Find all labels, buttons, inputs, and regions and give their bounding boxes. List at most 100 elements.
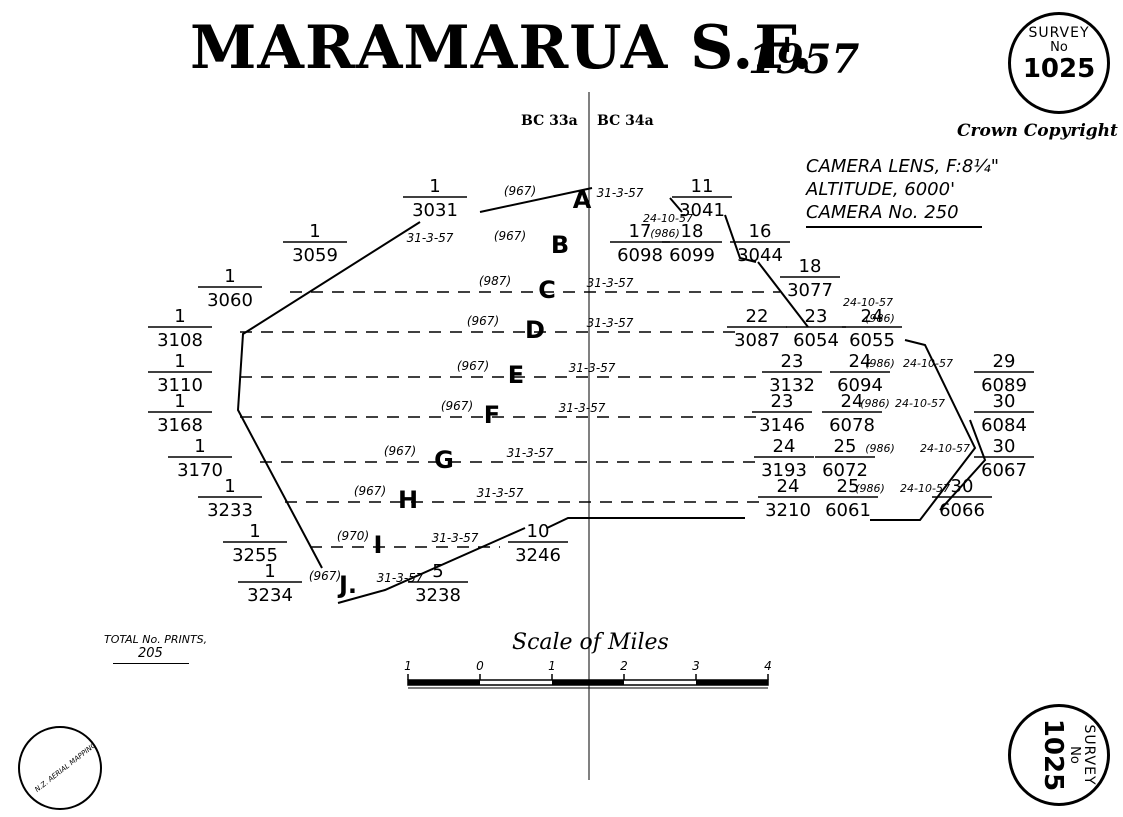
scale-tick-label: 2: [620, 659, 628, 673]
run-letter: C: [538, 276, 556, 304]
film-number: (967): [354, 484, 386, 498]
film-number: (987): [479, 274, 511, 288]
scale-tick-label: 0: [476, 659, 484, 673]
left-print-number: 1: [174, 306, 185, 327]
right-film-number: (986): [860, 397, 890, 410]
right-date-note: 24-10-57: [895, 397, 945, 410]
run-letter: E: [508, 361, 524, 389]
right-print-number: 10: [527, 521, 550, 542]
film-number: (967): [467, 314, 499, 328]
right-photo-number: 6084: [981, 415, 1027, 436]
run-letter: J.: [337, 571, 357, 599]
boundary-line: [479, 187, 593, 213]
right-print-number: 24: [777, 476, 800, 497]
left-photo-number: 3255: [232, 545, 278, 566]
left-print-number: 1: [194, 436, 205, 457]
seal-no-label: No: [1050, 40, 1068, 55]
right-photo-number: 6098: [617, 245, 663, 266]
seal-number: 1025: [1022, 54, 1096, 84]
right-photo-number: 6054: [793, 330, 839, 351]
right-date-note: 24-10-57: [920, 442, 970, 455]
left-print-number: 1: [174, 391, 185, 412]
boundary-line: [939, 419, 987, 511]
scale-bar-segment: [696, 680, 768, 685]
right-photo-number: 6094: [837, 375, 883, 396]
scale-tick-label: 4: [764, 659, 772, 673]
right-print-number: 30: [993, 391, 1016, 412]
left-photo-number: 3168: [157, 415, 203, 436]
right-film-number: (986): [855, 482, 885, 495]
run-date: 31-3-57: [569, 361, 616, 375]
run-letter: A: [573, 186, 592, 214]
right-date-note: 24-10-57: [903, 357, 953, 370]
left-print-number: 1: [224, 266, 235, 287]
run-letter: G: [434, 446, 454, 474]
boundary-line: [669, 197, 683, 213]
scale-tick-label: 3: [692, 659, 700, 673]
run-date: 31-3-57: [587, 276, 634, 290]
run-date: 31-3-57: [587, 316, 634, 330]
camera-number: CAMERA No. 250: [806, 202, 959, 223]
film-number: (967): [441, 399, 473, 413]
right-film-number: (986): [650, 227, 680, 240]
right-date-note: 24-10-57: [643, 212, 693, 225]
boundary-line: [757, 261, 809, 328]
camera-altitude: ALTITUDE, 6000': [806, 179, 956, 200]
right-print-number: 23: [805, 306, 828, 327]
right-print-number: 18: [799, 256, 822, 277]
right-print-number: 25: [837, 476, 860, 497]
right-print-number: 24: [849, 351, 872, 372]
right-photo-number: 3077: [787, 280, 833, 301]
run-date: 31-3-57: [477, 486, 524, 500]
right-photo-number: 3087: [734, 330, 780, 351]
run-date: 31-3-57: [597, 186, 644, 200]
left-print-number: 1: [174, 351, 185, 372]
left-photo-number: 3031: [412, 200, 458, 221]
right-photo-number: 6067: [981, 460, 1027, 481]
left-print-number: 1: [224, 476, 235, 497]
right-photo-number: 3044: [737, 245, 783, 266]
right-photo-number: 6089: [981, 375, 1027, 396]
left-photo-number: 3233: [207, 500, 253, 521]
right-date-note: 24-10-57: [900, 482, 950, 495]
run-date: 31-3-57: [377, 571, 424, 585]
right-photo-number: 3246: [515, 545, 561, 566]
map-year: 1957: [748, 36, 860, 83]
left-photo-number: 3170: [177, 460, 223, 481]
boundary-line: [236, 221, 421, 569]
right-print-number: 30: [951, 476, 974, 497]
right-photo-number: 3193: [761, 460, 807, 481]
boundary-line: [724, 214, 757, 263]
run-date: 31-3-57: [432, 531, 479, 545]
right-photo-number: 3132: [769, 375, 815, 396]
camera-lens: CAMERA LENS, F:8¼": [806, 156, 1000, 177]
right-print-number: 18: [681, 221, 704, 242]
boundary-line: [870, 339, 977, 521]
run-date: 31-3-57: [407, 231, 454, 245]
right-print-number: 23: [771, 391, 794, 412]
total-prints: TOTAL No. PRINTS, 205: [104, 633, 207, 661]
right-photo-number: 6072: [822, 460, 868, 481]
boundary-line: [546, 517, 745, 529]
film-number: (967): [504, 184, 536, 198]
left-photo-number: 3059: [292, 245, 338, 266]
run-letter: I: [374, 531, 383, 559]
right-print-number: 22: [746, 306, 769, 327]
run-letter: F: [484, 401, 500, 429]
total-prints-underline: [113, 663, 189, 664]
right-date-note: 24-10-57: [843, 296, 893, 309]
crown-copyright: Crown Copyright: [957, 121, 1118, 141]
left-photo-number: 3108: [157, 330, 203, 351]
right-print-number: 25: [834, 436, 857, 457]
seal-survey-label: SURVEY: [1028, 25, 1090, 41]
right-print-number: 24: [841, 391, 864, 412]
right-film-number: (986): [865, 357, 895, 370]
right-print-number: 17: [629, 221, 652, 242]
